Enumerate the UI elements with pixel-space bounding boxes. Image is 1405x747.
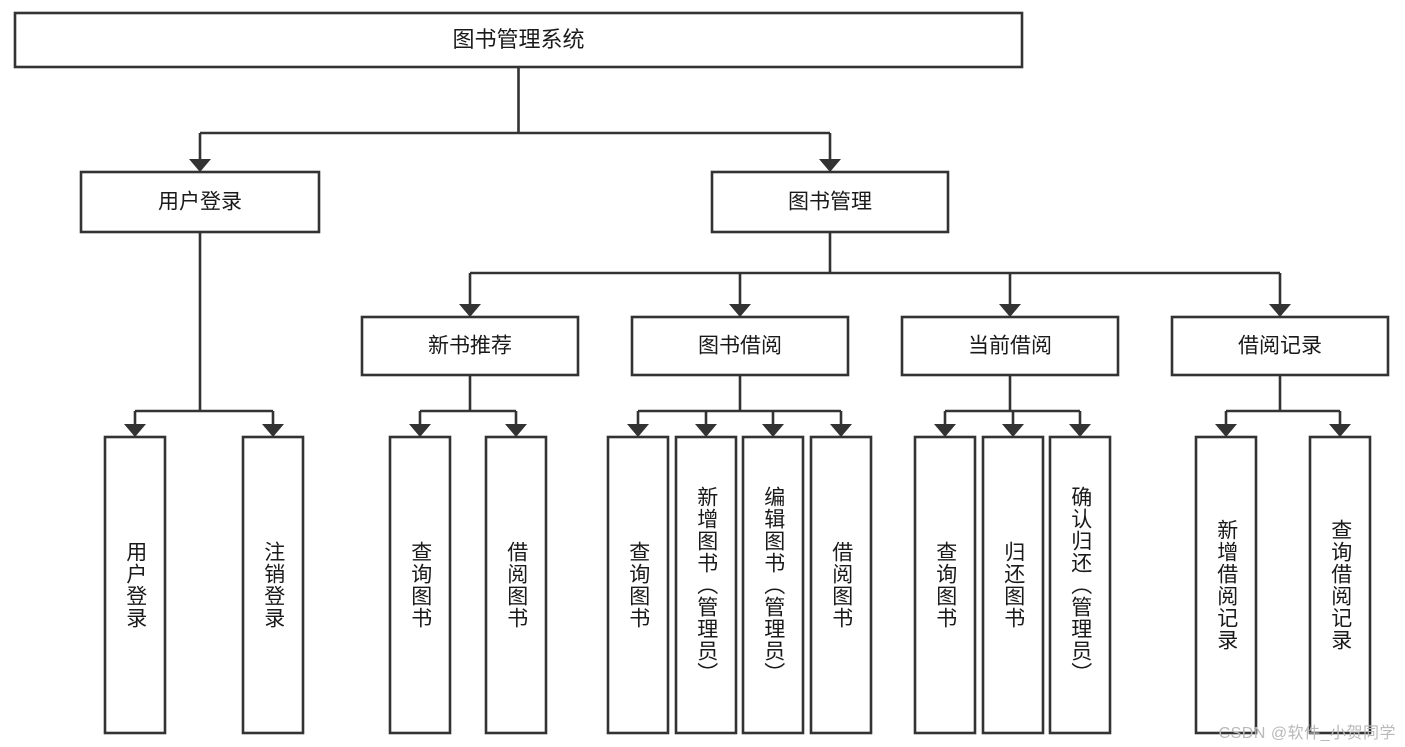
connector-group-book-borrow <box>627 375 852 437</box>
arrow-head-leaf-borrow-do <box>830 424 852 437</box>
arrow-head-leaf-cur-query <box>934 424 956 437</box>
node-box-current-borrow[interactable] <box>900 315 1120 377</box>
node-box-borrow-record[interactable] <box>1170 315 1390 377</box>
node-leaf-cur-query[interactable] <box>913 435 977 735</box>
node-leaf-cur-confirm[interactable] <box>1048 435 1112 735</box>
connector-group-new-book-rec <box>409 375 527 437</box>
arrow-head-current-borrow <box>999 304 1021 317</box>
node-box-leaf-rec-add[interactable] <box>1194 435 1258 735</box>
arrow-head-leaf-rec-search <box>1329 424 1351 437</box>
node-label-new-book-rec: 新书推荐 <box>428 335 512 358</box>
node-box-leaf-borrow-query[interactable] <box>606 435 670 735</box>
arrow-head-leaf-rec-add <box>1215 424 1237 437</box>
node-root[interactable]: 图书管理系统 <box>13 11 1024 69</box>
node-box-book-borrow[interactable] <box>630 315 850 377</box>
connector-group-root <box>189 67 841 172</box>
node-book-manage[interactable]: 图书管理 <box>710 170 950 234</box>
node-label-book-manage: 图书管理 <box>788 191 872 214</box>
arrow-head-new-book-rec <box>459 304 481 317</box>
node-label-borrow-record: 借阅记录 <box>1238 335 1322 358</box>
connector-group-borrow-record <box>1215 375 1351 437</box>
arrow-head-leaf-rec-query <box>409 424 431 437</box>
connector-group-user-login <box>124 232 284 437</box>
node-label-user-login: 用户登录 <box>158 191 242 214</box>
node-leaf-user-login[interactable] <box>103 435 167 735</box>
node-leaf-borrow-edit[interactable] <box>741 435 805 735</box>
arrow-head-book-manage <box>819 159 841 172</box>
node-box-root[interactable] <box>13 11 1024 69</box>
node-box-leaf-rec-search[interactable] <box>1308 435 1372 735</box>
node-leaf-borrow-query[interactable] <box>606 435 670 735</box>
node-leaf-rec-query[interactable] <box>388 435 452 735</box>
node-box-leaf-cur-query[interactable] <box>913 435 977 735</box>
node-box-leaf-cur-confirm[interactable] <box>1048 435 1112 735</box>
node-borrow-record[interactable]: 借阅记录 <box>1170 315 1390 377</box>
node-box-leaf-rec-borrow[interactable] <box>484 435 548 735</box>
node-box-leaf-borrow-do[interactable] <box>809 435 873 735</box>
arrow-head-leaf-borrow-add <box>695 424 717 437</box>
node-box-leaf-user-login[interactable] <box>103 435 167 735</box>
arrow-head-book-borrow <box>729 304 751 317</box>
node-box-leaf-borrow-edit[interactable] <box>741 435 805 735</box>
node-label-root: 图书管理系统 <box>452 27 584 52</box>
arrow-head-leaf-logout <box>262 424 284 437</box>
arrow-head-leaf-borrow-edit <box>762 424 784 437</box>
arrow-head-leaf-rec-borrow <box>505 424 527 437</box>
arrow-head-leaf-borrow-query <box>627 424 649 437</box>
node-box-leaf-rec-query[interactable] <box>388 435 452 735</box>
node-box-leaf-cur-return[interactable] <box>981 435 1045 735</box>
node-leaf-borrow-do[interactable] <box>809 435 873 735</box>
connector-layer <box>124 67 1351 437</box>
node-box-user-login[interactable] <box>79 170 321 234</box>
node-box-new-book-rec[interactable] <box>360 315 580 377</box>
node-leaf-rec-add[interactable] <box>1194 435 1258 735</box>
watermark-text: CSDN @软件_小贺同学 <box>1218 725 1396 742</box>
arrow-head-leaf-cur-return <box>1002 424 1024 437</box>
node-leaf-borrow-add[interactable] <box>674 435 738 735</box>
node-leaf-logout[interactable] <box>241 435 305 735</box>
node-label-current-borrow: 当前借阅 <box>968 335 1052 358</box>
arrow-head-leaf-cur-confirm <box>1069 424 1091 437</box>
arrow-head-user-login <box>189 159 211 172</box>
node-leaf-cur-return[interactable] <box>981 435 1045 735</box>
node-box-leaf-logout[interactable] <box>241 435 305 735</box>
node-new-book-rec[interactable]: 新书推荐 <box>360 315 580 377</box>
node-leaf-rec-search[interactable] <box>1308 435 1372 735</box>
node-box-book-manage[interactable] <box>710 170 950 234</box>
node-user-login[interactable]: 用户登录 <box>79 170 321 234</box>
node-current-borrow[interactable]: 当前借阅 <box>900 315 1120 377</box>
node-label-book-borrow: 图书借阅 <box>698 335 782 358</box>
arrow-head-leaf-user-login <box>124 424 146 437</box>
arrow-head-borrow-record <box>1269 304 1291 317</box>
node-box-leaf-borrow-add[interactable] <box>674 435 738 735</box>
connector-group-current-borrow <box>934 375 1091 437</box>
connector-group-book-manage <box>459 232 1291 317</box>
node-leaf-rec-borrow[interactable] <box>484 435 548 735</box>
node-book-borrow[interactable]: 图书借阅 <box>630 315 850 377</box>
